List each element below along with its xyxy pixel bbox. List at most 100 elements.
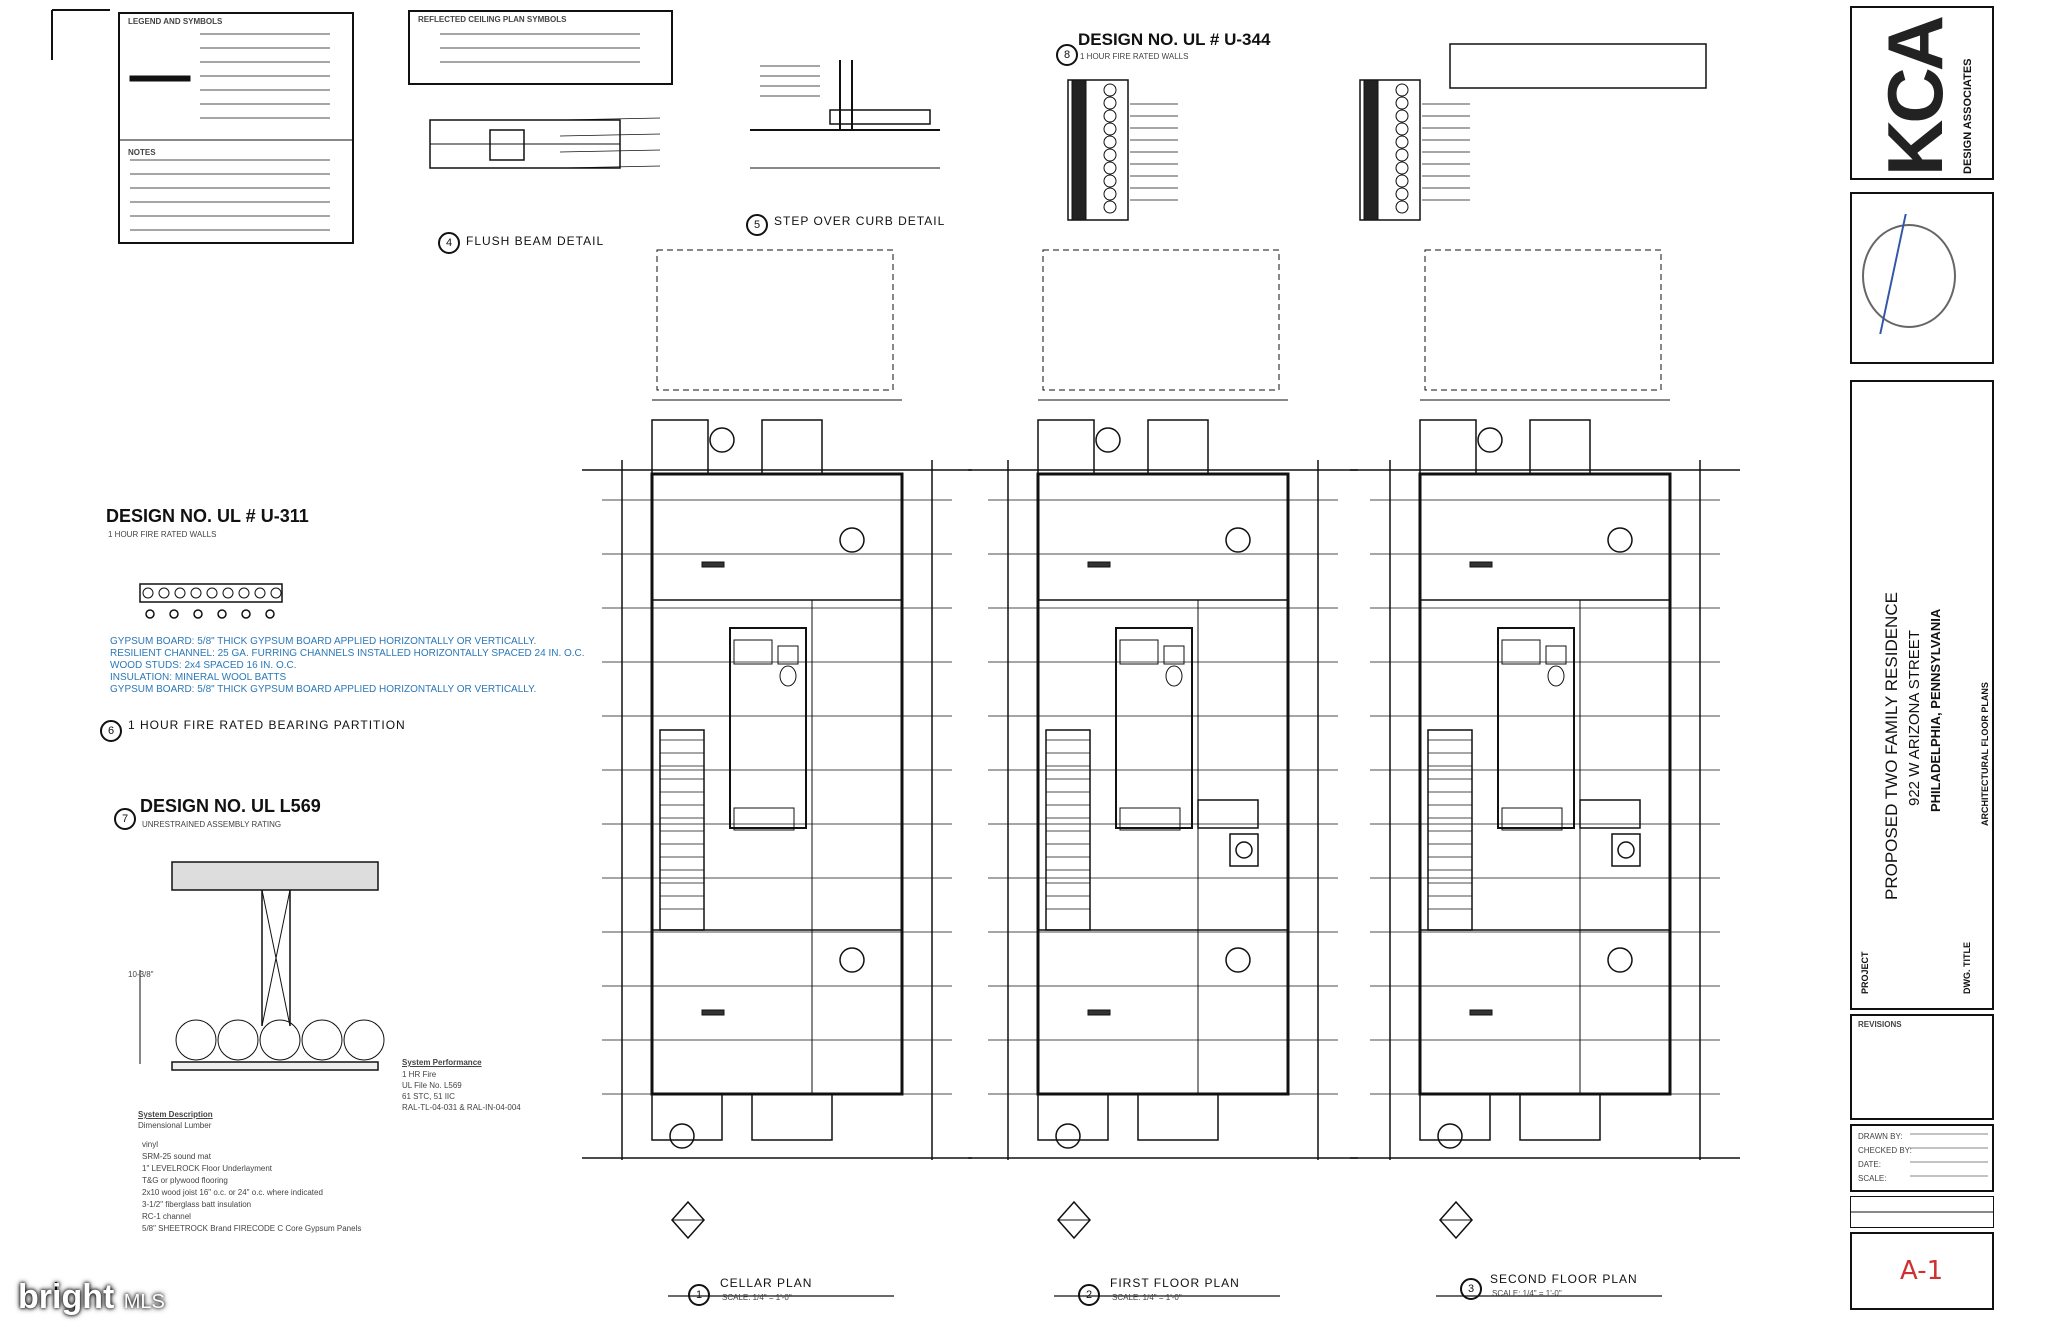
blue-note-4: INSULATION: MINERAL WOOL BATTS [110,672,287,683]
sheet-info-panel [1850,1196,1994,1228]
first-floor-plan-scale: SCALE: 1/4" = 1'-0" [1112,1293,1182,1302]
firm-name: DESIGN ASSOCIATES [1962,58,1974,174]
blue-note-2: RESILIENT CHANNEL: 25 GA. FURRING CHANNE… [110,648,585,659]
first-floor-plan-room-label [1087,561,1111,568]
insulation-loop [1103,135,1117,149]
plan-number-2: 2 [1078,1284,1100,1306]
cellar-plan-tub [733,639,773,665]
drawing-info-panel: DRAWN BY: CHECKED BY: DATE: SCALE: [1850,1124,1994,1192]
first-floor-plan-room-label [1087,1009,1111,1016]
detail-number-5: 5 [746,214,768,236]
scale-label: SCALE: [1858,1174,1887,1183]
first-floor-plan-exterior-walls [1036,472,1290,1096]
first-floor-plan-rear-box [1147,419,1209,475]
cellar-plan-title: CELLAR PLAN [720,1276,813,1290]
insulation-loop [158,587,170,599]
project-panel: PROJECT PROPOSED TWO FAMILY RESIDENCE 92… [1850,380,1994,1010]
first-floor-plan-front-step [1037,1093,1109,1141]
cellar-plan-rear-box [651,419,709,475]
callout-bubble [241,609,251,619]
flush-beam-block [489,129,525,161]
system-performance-line-1: 1 HR Fire [402,1070,437,1079]
insulation-loop [270,587,282,599]
batt-insulation [175,1019,217,1061]
cellar-plan-front-step [751,1093,833,1141]
second-floor-plan-room-label [1469,1009,1493,1016]
u344-wall-section-fill [1071,79,1087,221]
cellar-plan-front-step [651,1093,723,1141]
insulation-loop [254,587,266,599]
leader-line [559,117,661,121]
batt-insulation [259,1019,301,1061]
professional-seal [1862,224,1956,328]
second-floor-kitchen-counter [1611,833,1641,867]
cellar-plan-bathroom-core [729,627,807,829]
callout-bubble [265,609,275,619]
first-floor-kitchen [1197,799,1259,829]
sheet-number: A-1 [1900,1256,1944,1286]
watermark: bright MLS [18,1278,165,1317]
system-description-line-6: 3-1/2" fiberglass batt insulation [142,1200,252,1209]
u344-wall-section [1067,79,1129,221]
callout-bubble [193,609,203,619]
insulation-loop [1103,187,1117,201]
legend-wall-symbol [129,75,191,82]
system-description-subtitle: Dimensional Lumber [138,1121,212,1130]
sheet-number-panel: A-1 [1850,1232,1994,1310]
u311-subtitle: 1 HOUR FIRE RATED WALLS [108,530,217,539]
cellar-plan-room-bubble [839,947,865,973]
first-floor-plan-room-bubble [1225,527,1251,553]
insulation-loop [1103,148,1117,162]
insulation-loop [1395,187,1409,201]
l569-height-label: 10-3/8" [128,970,154,979]
callout-bubble [145,609,155,619]
cellar-plan-section-bubble [709,427,735,453]
second-floor-plan-bathroom-core [1497,627,1575,829]
insulation-loop [1395,135,1409,149]
insulation-loop [1395,148,1409,162]
checked-by-label: CHECKED BY: [1858,1146,1912,1155]
step-curb-title: STEP OVER CURB DETAIL [774,214,946,228]
system-description-line-3: 1" LEVELROCK Floor Underlayment [142,1164,273,1173]
detail-number-4: 4 [438,232,460,254]
blue-note-3: WOOD STUDS: 2x4 SPACED 16 IN. O.C. [110,660,297,671]
project-city: PHILADELPHIA, PENNSYLVANIA [1928,608,1943,812]
first-floor-plan-toilet-tank [1163,645,1185,665]
first-floor-plan-front-step [1137,1093,1219,1141]
insulation-loop [1395,83,1409,97]
insulation-loop [1103,122,1117,136]
first-floor-kitchen-sink [1235,841,1253,859]
first-floor-plan-section-marker [1056,1200,1092,1240]
system-description-title: System Description [138,1110,213,1119]
system-performance-line-2: UL File No. L569 [402,1081,462,1090]
system-description-line-2: SRM-25 sound mat [142,1152,211,1161]
insulation-loop [1103,83,1117,97]
dwg-title-label: DWG. TITLE [1962,942,1972,994]
insulation-loop [1395,174,1409,188]
second-floor-plan-exterior-walls [1418,472,1672,1096]
cellar-plan-section-bubble [669,1123,695,1149]
detail-number-6: 6 [100,720,122,742]
insulation-loop [222,587,234,599]
second-floor-plan-section-bubble [1437,1123,1463,1149]
first-floor-plan-bathroom-core [1115,627,1193,829]
cellar-plan-stair [659,729,705,931]
second-floor-kitchen-sink [1617,841,1635,859]
insulation-loop [1103,200,1117,214]
leader-line [559,165,661,169]
insulation-loop [1395,161,1409,175]
system-performance-line-4: RAL-TL-04-031 & RAL-IN-04-004 [402,1103,521,1112]
cellar-plan-tub [733,807,795,831]
cellar-plan-rear-box [761,419,823,475]
batt-insulation [343,1019,385,1061]
insulation-loop [1103,174,1117,188]
insulation-loop [142,587,154,599]
insulation-loop [190,587,202,599]
legend-title: LEGEND AND SYMBOLS [128,17,223,26]
second-floor-plan-room-bubble [1607,527,1633,553]
second-floor-plan-rear-box [1529,419,1591,475]
note-box [1449,43,1707,89]
u311-title: DESIGN NO. UL # U-311 [106,506,309,526]
insulation-loop [1395,122,1409,136]
